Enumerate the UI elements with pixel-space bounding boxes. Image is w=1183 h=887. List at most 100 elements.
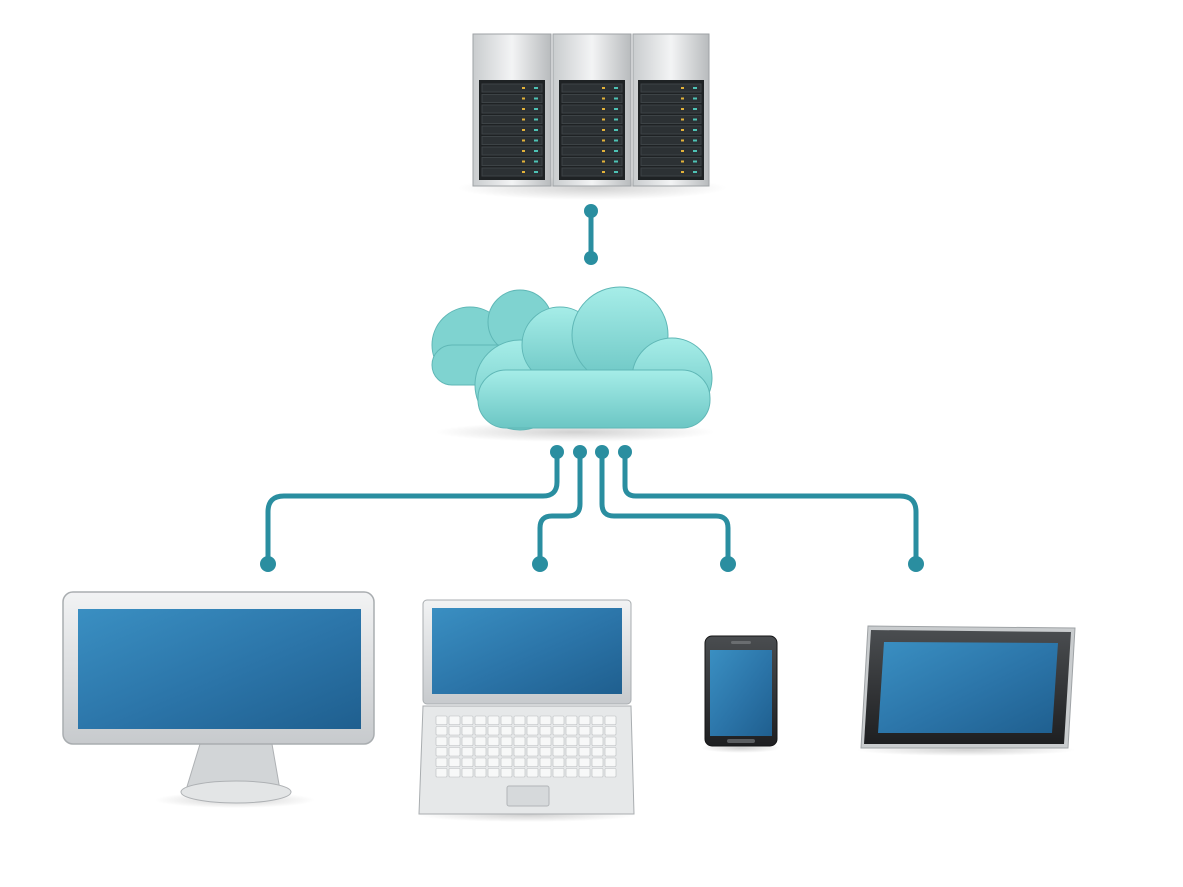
- rack-led: [534, 108, 538, 110]
- laptop-screen: [432, 608, 622, 694]
- keyboard-key: [487, 736, 500, 746]
- keyboard-key: [604, 726, 617, 736]
- keyboard-key: [487, 768, 500, 778]
- keyboard-key: [604, 747, 617, 757]
- keyboard-key: [461, 715, 474, 725]
- keyboard-key: [565, 736, 578, 746]
- keyboard-key: [448, 747, 461, 757]
- server-cloud-connector: [584, 204, 598, 265]
- rack-led: [602, 87, 605, 89]
- rack-slot: [561, 136, 623, 145]
- keyboard-key: [487, 747, 500, 757]
- keyboard-key: [539, 715, 552, 725]
- keyboard-key: [474, 726, 487, 736]
- keyboard-key: [604, 757, 617, 767]
- rack-slot: [481, 167, 543, 177]
- rack-led: [614, 108, 618, 110]
- rack-led: [693, 160, 697, 163]
- keyboard-key: [435, 768, 448, 778]
- rack-led: [681, 160, 684, 163]
- keyboard-key: [526, 768, 539, 778]
- rack-led: [522, 160, 525, 163]
- keyboard-key: [500, 757, 513, 767]
- rack-slot: [481, 146, 543, 156]
- keyboard-key: [591, 736, 604, 746]
- keyboard-key: [500, 747, 513, 757]
- tablet: [856, 625, 1076, 756]
- rack-led: [681, 97, 684, 100]
- keyboard-key: [552, 726, 565, 736]
- rack-slot: [481, 157, 543, 166]
- rack-led: [681, 150, 684, 152]
- connector-phone: [599, 451, 731, 565]
- rack-led: [602, 171, 605, 173]
- keyboard-key: [591, 715, 604, 725]
- rack-slot: [481, 83, 543, 93]
- rack-led: [614, 129, 618, 131]
- keyboard-key: [448, 715, 461, 725]
- keyboard-key: [500, 768, 513, 778]
- rack-led: [693, 129, 697, 131]
- rack-led: [614, 139, 618, 142]
- rack-slot: [640, 157, 702, 166]
- rack-slot: [640, 83, 702, 93]
- smartphone: [701, 635, 781, 753]
- keyboard-key: [552, 768, 565, 778]
- keyboard-key: [474, 715, 487, 725]
- keyboard-key: [435, 726, 448, 736]
- keyboard-key: [513, 736, 526, 746]
- rack-led: [534, 171, 538, 173]
- keyboard-key: [448, 757, 461, 767]
- rack-led: [534, 160, 538, 163]
- keyboard-key: [552, 715, 565, 725]
- server-rack: [457, 33, 727, 200]
- laptop: [417, 599, 637, 822]
- rack-slot: [481, 94, 543, 103]
- keyboard-key: [526, 736, 539, 746]
- keyboard-key: [565, 715, 578, 725]
- keyboard-key: [591, 747, 604, 757]
- rack-led: [681, 118, 684, 121]
- keyboard-key: [513, 726, 526, 736]
- keyboard-key: [552, 736, 565, 746]
- keyboard-key: [591, 768, 604, 778]
- keyboard-key: [578, 715, 591, 725]
- keyboard-key: [487, 757, 500, 767]
- rack-led: [534, 129, 538, 131]
- laptop-touchpad: [506, 785, 550, 807]
- rack-led: [602, 129, 605, 131]
- keyboard-key: [513, 715, 526, 725]
- rack-led: [693, 150, 697, 152]
- rack-slot: [561, 83, 623, 93]
- rack-slot: [561, 104, 623, 114]
- rack-slot: [561, 157, 623, 166]
- keyboard-key: [578, 726, 591, 736]
- rack-led: [602, 108, 605, 110]
- keyboard-key: [565, 726, 578, 736]
- rack-slot: [561, 115, 623, 124]
- keyboard-key: [487, 715, 500, 725]
- laptop-keyboard: [435, 715, 617, 778]
- phone-screen: [710, 650, 772, 736]
- rack-led: [602, 160, 605, 163]
- rack-led: [681, 87, 684, 89]
- keyboard-key: [461, 726, 474, 736]
- keyboard-key: [461, 747, 474, 757]
- rack-led: [534, 97, 538, 100]
- keyboard-key: [604, 736, 617, 746]
- rack-led: [681, 108, 684, 110]
- keyboard-key: [435, 736, 448, 746]
- desktop-monitor: [62, 591, 375, 808]
- keyboard-key: [474, 747, 487, 757]
- rack-led: [614, 150, 618, 152]
- rack-led: [602, 118, 605, 121]
- keyboard-key: [539, 736, 552, 746]
- rack-led: [602, 139, 605, 142]
- rack-slot: [640, 104, 702, 114]
- connector-desktop: [265, 451, 560, 565]
- keyboard-key: [552, 757, 565, 767]
- keyboard-key: [448, 726, 461, 736]
- keyboard-key: [578, 768, 591, 778]
- rack-slot: [561, 167, 623, 177]
- keyboard-key: [578, 757, 591, 767]
